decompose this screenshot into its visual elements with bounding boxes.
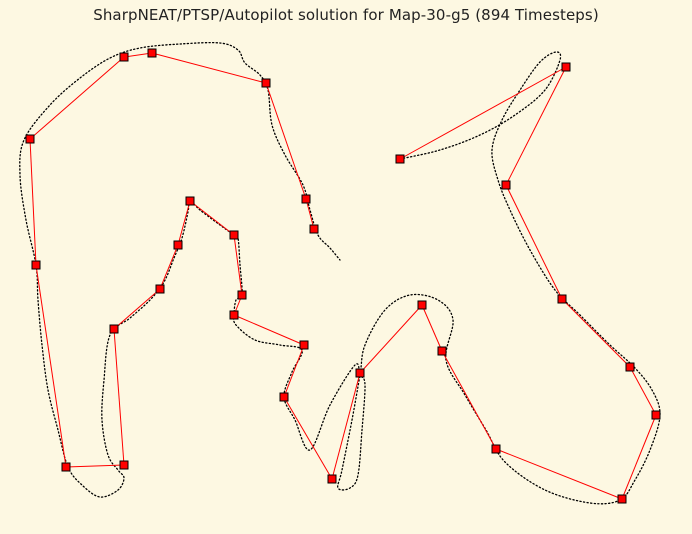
waypoint-marker [501,180,511,190]
route-segment [29,138,37,266]
waypoint-marker [651,410,661,420]
waypoint-marker [119,460,129,470]
route-segment [123,52,153,58]
route-segment [113,288,161,330]
route-segment [283,396,333,480]
waypoint-marker [309,224,319,234]
route-segment [505,66,567,186]
waypoint-marker [25,134,35,144]
waypoint-marker [491,444,501,454]
waypoint-marker [229,230,239,240]
figure-title: SharpNEAT/PTSP/Autopilot solution for Ma… [93,6,599,24]
route-segment [177,200,191,246]
route-segment [151,52,267,84]
waypoint-marker [173,240,183,250]
route-segment [189,200,235,236]
waypoint-marker [625,362,635,372]
route-segment [265,82,307,200]
waypoint-marker [327,474,337,484]
waypoint-marker [237,290,247,300]
waypoint-marker [301,194,311,204]
waypoint-marker [109,324,119,334]
waypoint-marker [279,392,289,402]
route-segment [233,314,305,346]
waypoint-marker [185,196,195,206]
route-segment [359,304,423,374]
waypoint-marker [437,346,447,356]
route-segment [233,234,243,296]
route-segment [283,344,305,398]
route-segment [421,304,443,352]
waypoint-marker [119,52,129,62]
waypoint-marker [155,284,165,294]
route-segment [629,366,657,416]
waypoint-marker [261,78,271,88]
trajectory-layer [19,41,661,505]
waypoint-marker [355,368,365,378]
waypoint-marker [395,154,405,164]
route-segment [35,264,67,468]
route-segment [505,184,563,300]
route-segment [159,244,179,290]
waypoint-marker [31,260,41,270]
waypoint-marker [617,494,627,504]
route-segment [621,414,657,500]
waypoint-marker [299,340,309,350]
route-segment [561,298,631,368]
waypoint-marker [61,462,71,472]
waypoint-marker [229,310,239,320]
route-layer [29,52,657,500]
route-segment [29,56,125,140]
waypoint-layer [25,48,661,504]
ship-trajectory [19,41,661,505]
route-segment [331,372,361,480]
route-segment [113,328,125,466]
waypoint-marker [557,294,567,304]
route-segment [305,198,315,230]
route-segment [399,66,567,160]
waypoint-marker [417,300,427,310]
waypoint-marker [147,48,157,58]
route-segment [65,464,125,468]
route-segment [441,350,497,450]
waypoint-marker [561,62,571,72]
route-segment [495,448,623,500]
